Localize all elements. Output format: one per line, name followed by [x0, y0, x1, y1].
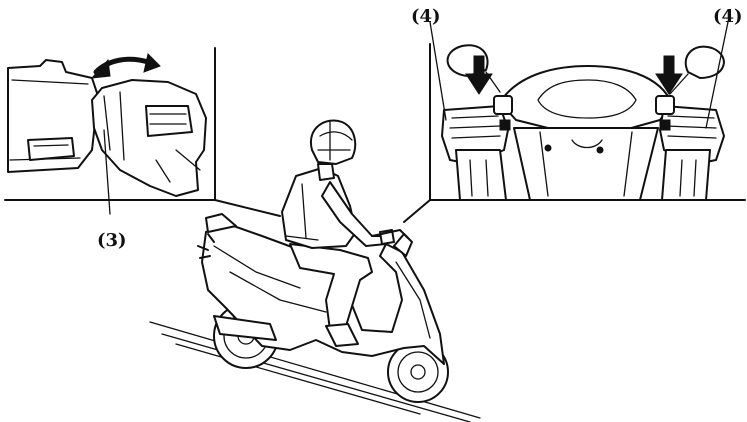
throttle-inset: (3)	[4, 47, 281, 251]
scooter-scene	[149, 119, 481, 422]
left-down-arrow-icon	[465, 55, 493, 95]
label-throttle-grip: (3)	[97, 230, 127, 251]
right-hand	[655, 95, 725, 201]
brake-inset: (4) (4)	[403, 6, 746, 223]
left-hand	[441, 95, 513, 201]
inset-pointer-right	[403, 199, 431, 223]
handlebar	[371, 229, 409, 239]
right-down-arrow-icon	[655, 55, 683, 95]
right-mirror	[669, 45, 725, 95]
scooter-body	[201, 213, 445, 365]
inset-pointer-left	[214, 199, 281, 217]
rider	[281, 119, 395, 347]
leader-throttle	[103, 129, 111, 215]
brake-light-flash-icon	[197, 233, 215, 259]
handlebar-housing	[7, 59, 99, 173]
front-body	[513, 127, 659, 201]
leader-left-brake	[429, 21, 447, 121]
instrument-cowl	[499, 65, 673, 131]
label-right-brake-lever: (4)	[713, 6, 743, 27]
leader-right-brake	[705, 21, 729, 129]
throttle-hand	[91, 79, 207, 197]
rotate-arrow-icon	[90, 53, 161, 79]
label-left-brake-lever: (4)	[411, 6, 441, 27]
